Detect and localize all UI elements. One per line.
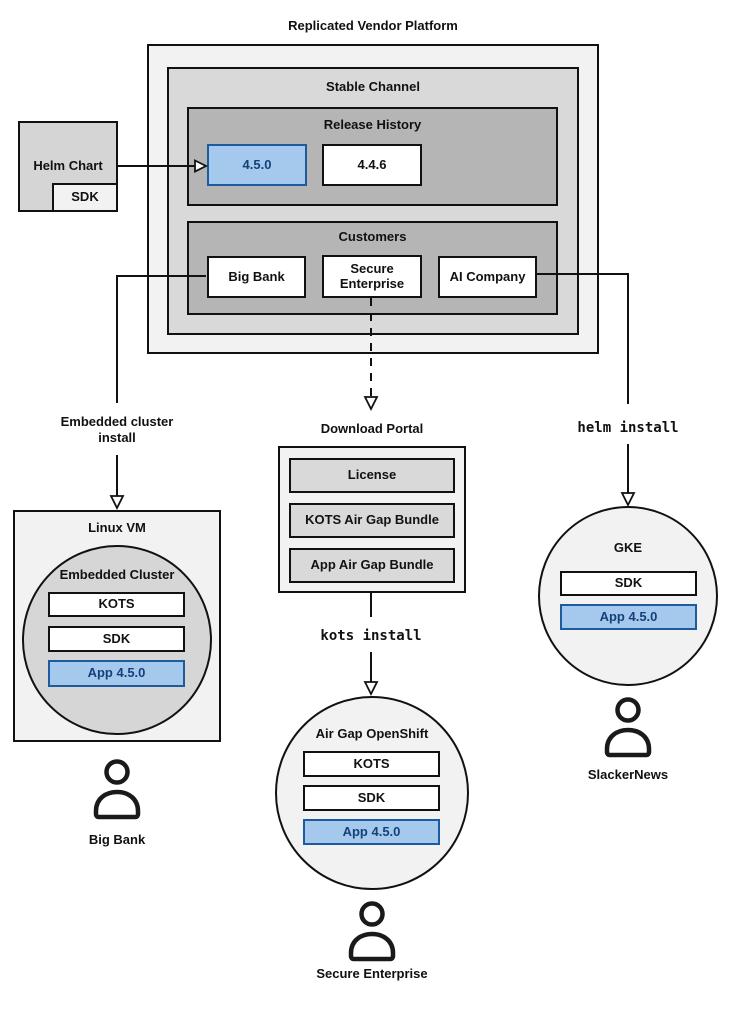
portal-app-bundle-label: App Air Gap Bundle [310, 557, 434, 573]
helm-chart-sdk-label: SDK [71, 189, 99, 205]
airgap-kots: KOTS [303, 751, 440, 777]
embedded-sdk-label: SDK [102, 630, 131, 646]
portal-kots-bundle-label: KOTS Air Gap Bundle [305, 512, 439, 528]
embedded-kots-label: KOTS [98, 596, 135, 612]
big-bank-user-label: Big Bank [88, 832, 146, 847]
embedded-cluster-label: Embedded Cluster [59, 567, 175, 582]
customer-secure-enterprise-label: Secure Enterprise [339, 260, 405, 291]
airgap-kots-label: KOTS [353, 755, 390, 771]
airgap-app: App 4.5.0 [303, 819, 440, 845]
airgap-app-label: App 4.5.0 [342, 823, 401, 839]
embedded-kots: KOTS [48, 592, 185, 617]
gke-app-label: App 4.5.0 [599, 608, 658, 624]
portal-license-label: License [347, 467, 397, 483]
gke-sdk-label: SDK [614, 575, 643, 591]
portal-kots-bundle: KOTS Air Gap Bundle [289, 503, 455, 538]
gke-app: App 4.5.0 [560, 604, 697, 630]
portal-app-bundle: App Air Gap Bundle [289, 548, 455, 583]
helm-chart-label: Helm Chart [33, 158, 103, 173]
arrowhead-down-icon [363, 681, 379, 697]
customer-big-bank-label: Big Bank [228, 268, 285, 284]
customer-ai-company: AI Company [438, 256, 537, 298]
airgap-openshift-label: Air Gap OpenShift [315, 726, 429, 741]
secure-enterprise-user-label: Secure Enterprise [316, 966, 428, 981]
embedded-app: App 4.5.0 [48, 660, 185, 687]
airgap-sdk-label: SDK [357, 789, 386, 805]
kots-install-label: kots install [320, 628, 422, 644]
linux-vm-label: Linux VM [88, 520, 146, 535]
arrowhead-down-icon [620, 492, 636, 508]
arrowhead-down-dashed-icon [363, 396, 379, 412]
big-bank-user-icon [89, 759, 145, 826]
gke-circle [538, 506, 718, 686]
customer-secure-enterprise: Secure Enterprise [322, 255, 422, 298]
release-version-446-label: 4.4.6 [357, 156, 387, 172]
gke-label: GKE [613, 540, 643, 555]
airgap-sdk: SDK [303, 785, 440, 811]
stable-channel-label: Stable Channel [326, 79, 420, 94]
slackernews-user-icon [600, 697, 656, 764]
customers-label: Customers [338, 229, 407, 244]
gke-sdk: SDK [560, 571, 697, 596]
helm-chart-sdk: SDK [52, 183, 118, 212]
customer-ai-company-label: AI Company [449, 268, 526, 284]
slackernews-user-label: SlackerNews [587, 767, 669, 782]
embedded-app-label: App 4.5.0 [87, 665, 146, 681]
helm-install-label: helm install [577, 420, 679, 436]
download-portal-title: Download Portal [320, 421, 424, 436]
release-version-450-label: 4.5.0 [242, 156, 272, 172]
arrowhead-down-icon [109, 495, 125, 511]
diagram-title: Replicated Vendor Platform [288, 18, 458, 33]
release-version-450: 4.5.0 [207, 144, 307, 186]
embedded-sdk: SDK [48, 626, 185, 652]
release-version-446: 4.4.6 [322, 144, 422, 186]
secure-enterprise-user-icon [344, 901, 400, 968]
portal-license: License [289, 458, 455, 493]
customer-big-bank: Big Bank [207, 256, 306, 298]
release-history-label: Release History [323, 117, 422, 132]
embedded-install-label: Embedded cluster install [60, 414, 174, 445]
